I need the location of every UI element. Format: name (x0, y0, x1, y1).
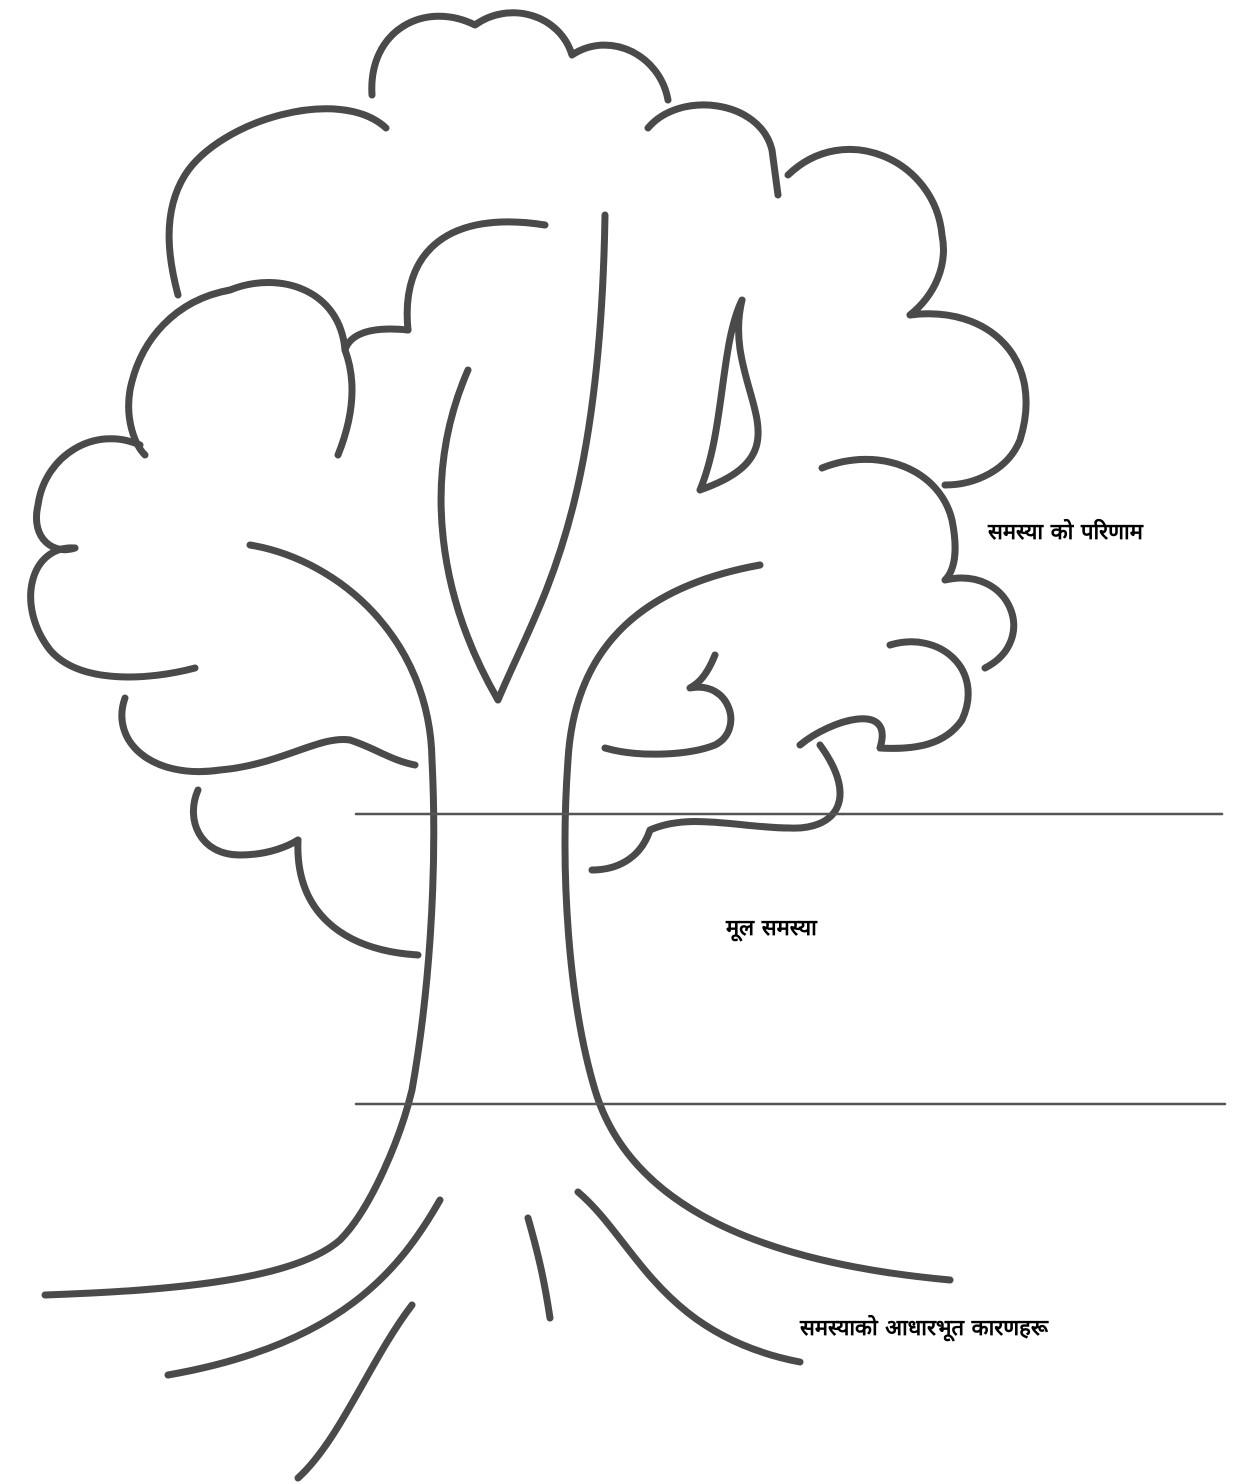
canopy-lobe-bottom-right (592, 745, 840, 870)
root-left-long (168, 1200, 440, 1375)
canopy-interior-left-arc (407, 222, 545, 330)
canopy-lobe-right (910, 314, 1026, 485)
canopy-lobe-left (36, 439, 140, 550)
root-right (578, 1192, 800, 1362)
canopy-lobe-right-lower (800, 642, 968, 749)
canopy-inner-curl (605, 655, 731, 754)
tree-roots (168, 1192, 800, 1478)
canopy-lobe-top-right (648, 105, 778, 195)
tree-branches (250, 215, 760, 760)
canopy-lobe-bottom-left-outer (193, 790, 298, 855)
canopy-lobe-left-upper (129, 283, 408, 456)
root-center (528, 1218, 550, 1318)
canopy-lobe-right-middle (822, 459, 1014, 668)
canopy-lobe-bottom-left-inner (298, 840, 418, 955)
root-causes-label: समस्याको आधारभूत कारणहरू (800, 1318, 1048, 1340)
branch-left-arm (250, 545, 432, 760)
trunk-left-edge (45, 760, 434, 1295)
consequences-label: समस्या को परिणाम (988, 522, 1143, 544)
canopy-lobe-right-upper (788, 149, 943, 315)
canopy-lobe-bottom-left (122, 698, 415, 772)
canopy-lobe-left-lower (31, 548, 195, 677)
branch-right-leaf (700, 300, 758, 490)
canopy-lobe-left-upper-inner (338, 350, 352, 455)
trunk-right-edge (565, 760, 950, 1280)
canopy-lobe-top-left (169, 109, 386, 295)
tree-trunk (45, 760, 950, 1295)
core-problem-label: मूल समस्या (726, 918, 817, 940)
branch-center-leaf (441, 215, 605, 700)
canopy-lobe-top (372, 13, 668, 100)
